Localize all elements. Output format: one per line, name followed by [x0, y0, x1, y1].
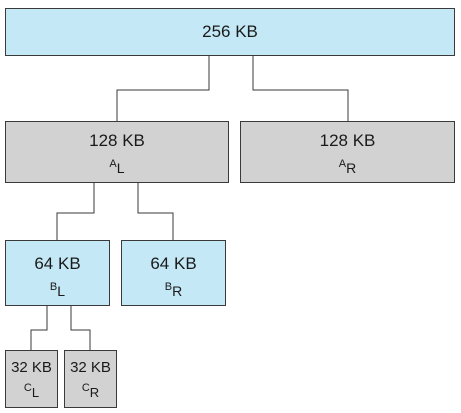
block-al-subscript: L — [116, 160, 125, 176]
block-bl-letter: B — [49, 281, 58, 293]
block-bl-subscript: L — [57, 283, 66, 299]
block-al-size: 128 KB — [89, 131, 145, 150]
connector-root-al — [116, 56, 210, 121]
block-ar-size: 128 KB — [319, 131, 376, 150]
block-al-letter: A — [109, 158, 117, 170]
block-br-label: BR — [122, 277, 225, 299]
block-br-size: 64 KB — [150, 254, 197, 273]
block-ar-label: AR — [241, 154, 454, 176]
block-cl-size: 32 KB — [11, 359, 52, 376]
block-ar: 128 KB AR — [240, 121, 455, 183]
block-root-size: 256 KB — [202, 22, 258, 41]
block-bl-size: 64 KB — [34, 254, 81, 273]
block-ar-letter: A — [338, 158, 347, 170]
block-al-label: AL — [6, 154, 228, 176]
connector-bl-cl — [30, 306, 48, 350]
block-ar-subscript: R — [346, 160, 357, 176]
block-cr-letter: C — [81, 382, 90, 394]
connector-root-ar — [252, 56, 349, 121]
connector-al-bl — [56, 183, 95, 240]
block-cr: 32 KB CR — [64, 350, 117, 408]
block-br-letter: B — [164, 281, 173, 293]
block-cr-subscript: R — [89, 385, 100, 400]
block-bl: 64 KB BL — [5, 240, 110, 306]
connector-al-br — [137, 183, 174, 240]
connector-bl-cr — [70, 306, 91, 350]
block-cl: 32 KB CL — [5, 350, 58, 408]
block-al: 128 KB AL — [5, 121, 229, 183]
block-cl-subscript: L — [31, 385, 40, 400]
block-cl-label: CL — [6, 379, 57, 400]
block-br: 64 KB BR — [121, 240, 226, 306]
block-cr-label: CR — [65, 379, 116, 400]
block-bl-label: BL — [6, 277, 109, 299]
block-br-subscript: R — [172, 283, 183, 299]
block-cl-letter: C — [23, 382, 32, 394]
block-root-256kb: 256 KB — [5, 8, 455, 56]
block-cr-size: 32 KB — [70, 359, 111, 376]
